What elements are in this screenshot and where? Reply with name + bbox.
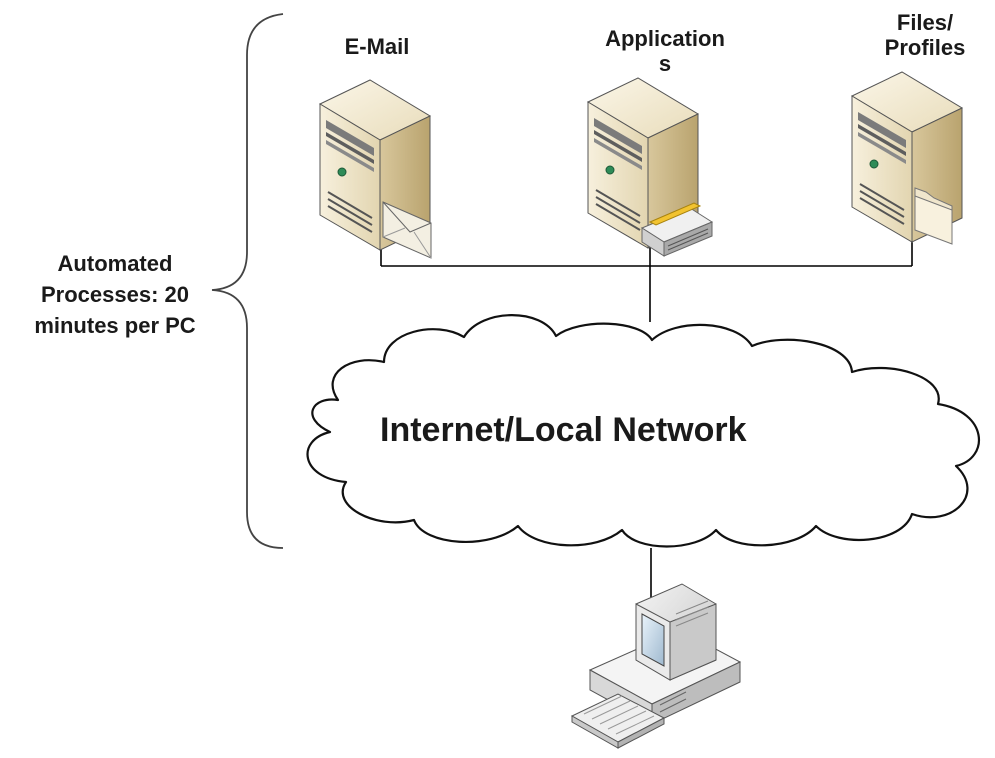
- files-server-label: Files/ Profiles: [860, 10, 990, 60]
- desktop-computer-icon: [570, 583, 742, 749]
- automated-label-line-3: minutes per PC: [34, 313, 196, 338]
- files-label-line-1: Files/: [896, 10, 954, 35]
- applications-label-line-2: s: [658, 51, 672, 76]
- applications-label-line-1: Application: [605, 26, 725, 51]
- curly-bracket: [211, 13, 284, 549]
- envelope-icon: [382, 201, 432, 259]
- automated-label-line-1: Automated: [57, 251, 173, 276]
- network-cloud: [306, 314, 980, 548]
- router-icon: [640, 202, 714, 257]
- automated-processes-label: Automated Processes: 20 minutes per PC: [0, 248, 230, 341]
- files-label-line-2: Profiles: [884, 35, 966, 60]
- email-server-label: E-Mail: [322, 34, 432, 59]
- automated-label-line-2: Processes: 20: [41, 282, 189, 307]
- email-label-text: E-Mail: [344, 34, 410, 59]
- network-cloud-label: Internet/Local Network: [380, 411, 747, 449]
- applications-server-label: Application s: [580, 26, 750, 76]
- folder-icon: [914, 187, 953, 245]
